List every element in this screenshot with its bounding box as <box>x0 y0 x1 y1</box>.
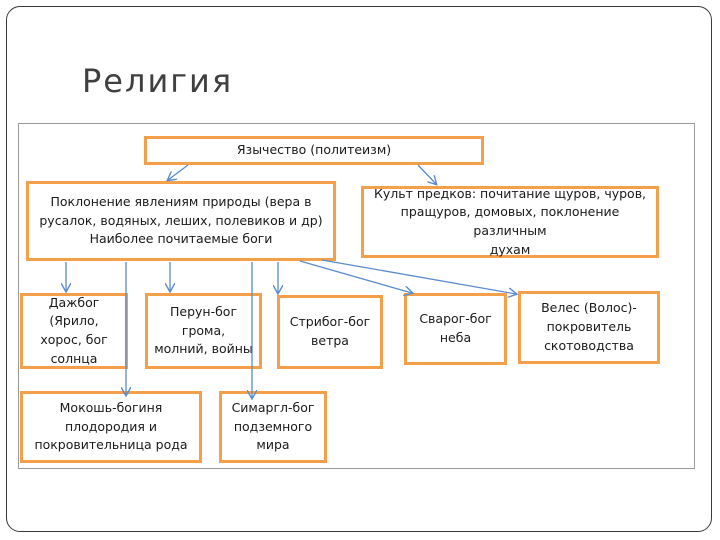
dazhbog-label: Дажбог (Ярило, хорос, бог солнца <box>40 294 108 366</box>
dazhbog-box: Дажбог (Ярило, хорос, бог солнца <box>20 293 128 369</box>
stribog-label: Стрибог-бог ветра <box>289 314 371 348</box>
simargl-box: Симаргл-бог подземного мира <box>219 391 327 463</box>
veles-label: Велес (Волос)- покровитель скотоводства <box>541 300 637 353</box>
ancestor-cult-box: Культ предков: почитание щуров, чуров, п… <box>361 186 659 258</box>
svarog-label: Сварог-бог неба <box>419 311 492 345</box>
mokosh-label: Мокошь-богиня плодородия и покровительни… <box>34 399 188 453</box>
root-box: Язычество (политеизм) <box>144 136 484 165</box>
veles-box: Велес (Волос)- покровитель скотоводства <box>518 291 660 364</box>
slide-title: Религия <box>82 62 234 100</box>
ancestor-cult-label: Культ предков: почитание щуров, чуров, п… <box>373 185 647 257</box>
nature-worship-box: Поклонение явлениям природы (вера в руса… <box>26 181 336 261</box>
nature-worship-label: Поклонение явлениям природы (вера в руса… <box>39 193 323 247</box>
root-label: Язычество (политеизм) <box>236 142 392 158</box>
simargl-label: Симаргл-бог подземного мира <box>231 399 315 453</box>
mokosh-box: Мокошь-богиня плодородия и покровительни… <box>20 391 202 463</box>
svarog-box: Сварог-бог неба <box>404 293 507 365</box>
perun-box: Перун-бог грома, молний, войны <box>145 293 262 369</box>
perun-label: Перун-бог грома, молний, войны <box>154 303 253 357</box>
stribog-box: Стрибог-бог ветра <box>277 295 383 369</box>
